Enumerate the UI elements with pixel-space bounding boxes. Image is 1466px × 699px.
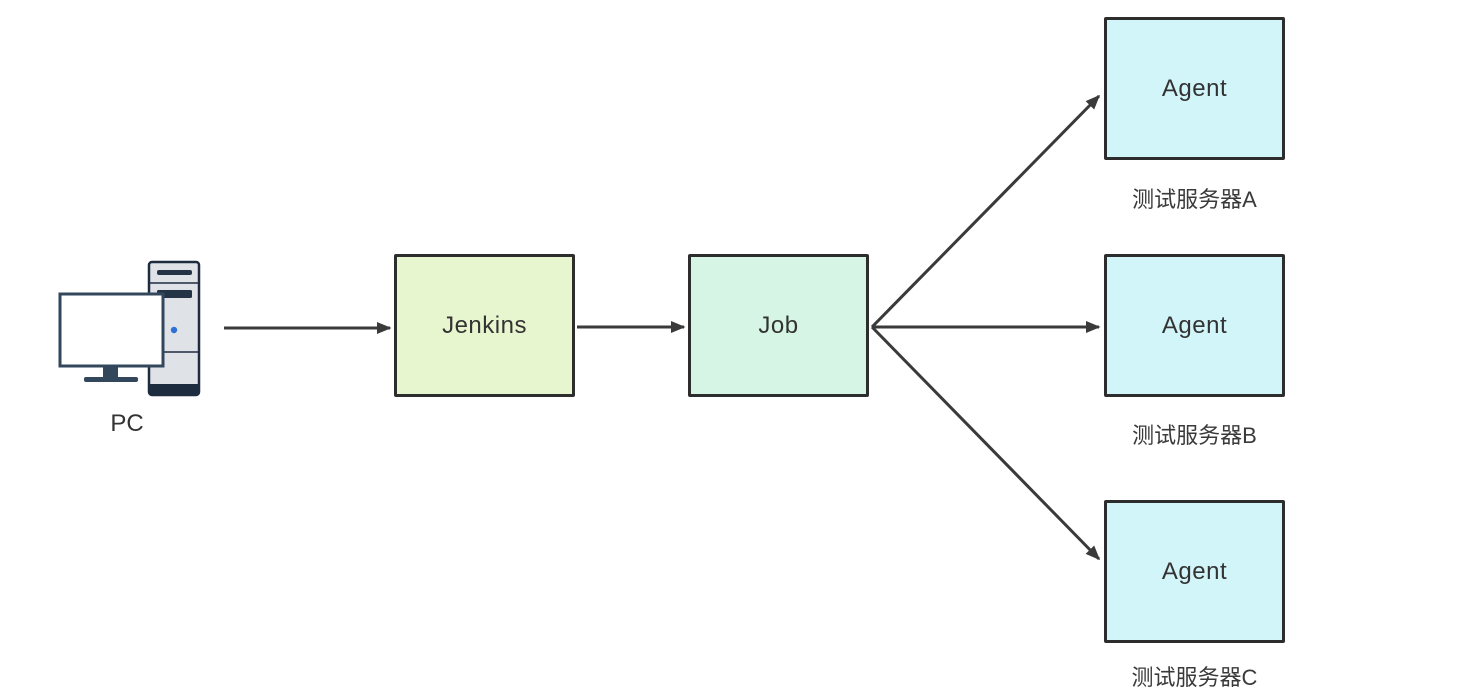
node-job: Job <box>688 254 869 397</box>
pc-icon <box>52 256 204 402</box>
node-agent-a: Agent <box>1104 17 1285 160</box>
pc-label: PC <box>110 410 144 437</box>
arrow-job-to-agent-a <box>870 94 1101 329</box>
node-agent-a-label: Agent <box>1161 74 1228 102</box>
pc-monitor <box>58 292 165 368</box>
node-agent-c-label: Agent <box>1161 557 1228 585</box>
node-jenkins: Jenkins <box>394 254 575 397</box>
arrow-job-to-agent-c <box>870 325 1101 561</box>
node-job-label: Job <box>758 311 799 339</box>
node-agent-b: Agent <box>1104 254 1285 397</box>
node-jenkins-label: Jenkins <box>442 311 527 339</box>
caption-test-server-b: 测试服务器B <box>1132 423 1257 448</box>
caption-test-server-c: 测试服务器C <box>1131 665 1258 690</box>
caption-test-server-a: 测试服务器A <box>1132 187 1257 212</box>
node-agent-b-label: Agent <box>1161 311 1228 339</box>
node-agent-c: Agent <box>1104 500 1285 643</box>
